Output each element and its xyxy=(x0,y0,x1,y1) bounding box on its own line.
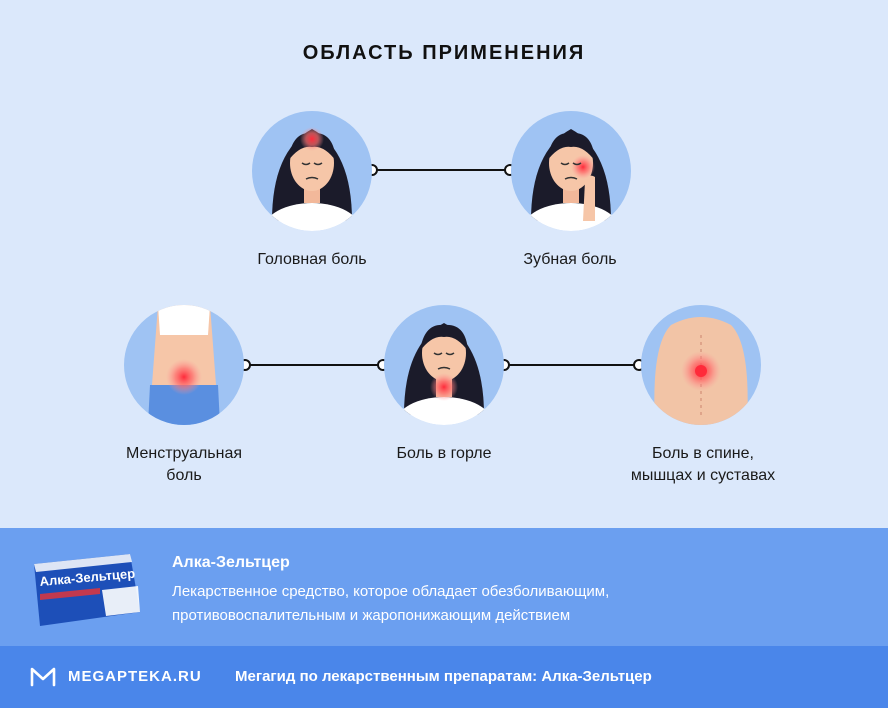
sore-throat-illustration xyxy=(384,305,504,425)
item-label: Менструальная боль xyxy=(125,445,243,484)
headache-illustration xyxy=(252,111,372,231)
connector-line xyxy=(498,359,645,371)
item-label: Боль в горле xyxy=(396,445,492,462)
item-label: Зубная боль xyxy=(523,251,617,268)
product-info-band: Алка-Зельтцер Алка-Зельтцер Лекарственно… xyxy=(0,528,888,646)
back-pain-illustration xyxy=(641,305,761,425)
item-label: Головная боль xyxy=(257,251,367,268)
megapteka-logo-icon xyxy=(30,665,56,687)
brand-name[interactable]: MEGAPTEKA.RU xyxy=(68,668,202,685)
product-name: Алка-Зельтцер xyxy=(172,554,290,571)
product-box-image: Алка-Зельтцер xyxy=(30,550,142,628)
item-label: Боль в спине, мышцах и суставах xyxy=(630,445,776,484)
product-description: Лекарственное средство, которое обладает… xyxy=(172,583,610,624)
menstrual-pain-illustration xyxy=(124,305,244,425)
footer: MEGAPTEKA.RU Мегагид по лекарственным пр… xyxy=(0,646,888,708)
toothache-illustration xyxy=(511,111,631,231)
connector-line xyxy=(239,359,389,371)
connector-line xyxy=(366,164,516,176)
footer-caption: Мегагид по лекарственным препаратам: Алк… xyxy=(235,668,652,685)
page-title: ОБЛАСТЬ ПРИМЕНЕНИЯ xyxy=(302,42,586,64)
